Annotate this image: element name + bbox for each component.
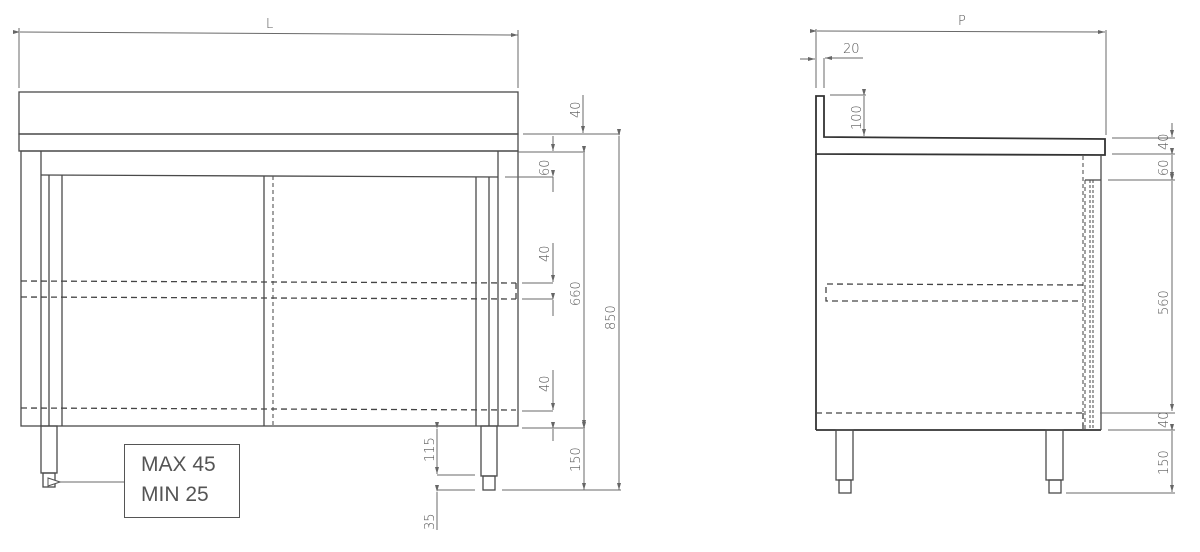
side-view: P 20 100 <box>800 14 1175 494</box>
side-shelf-middle <box>825 283 1084 302</box>
svg-text:40: 40 <box>569 101 584 118</box>
dim-depth-P: P <box>809 14 1107 135</box>
cabinet-body <box>20 150 519 427</box>
svg-text:100: 100 <box>850 105 865 130</box>
svg-text:60: 60 <box>538 159 553 176</box>
label-L: L <box>266 17 273 32</box>
leg-right <box>480 425 498 491</box>
svg-text:150: 150 <box>1157 450 1172 475</box>
front-dimensions: 40 60 40 40 660 850 <box>423 95 621 530</box>
svg-text:560: 560 <box>1157 290 1172 315</box>
svg-text:850: 850 <box>604 305 619 330</box>
svg-text:115: 115 <box>423 437 438 462</box>
svg-text:35: 35 <box>423 513 438 530</box>
worktop <box>18 133 519 152</box>
label-P: P <box>958 14 966 29</box>
note-min: MIN 25 <box>141 483 209 506</box>
svg-text:40: 40 <box>538 245 553 262</box>
side-leg-front <box>835 429 854 494</box>
dim-backsplash-thickness: 20 <box>800 42 863 88</box>
svg-text:20: 20 <box>843 42 860 57</box>
foot-adjustment-note: MAX 45 MIN 25 <box>124 444 240 518</box>
svg-text:40: 40 <box>1157 411 1172 428</box>
svg-text:150: 150 <box>569 447 584 472</box>
svg-text:40: 40 <box>538 375 553 392</box>
svg-text:660: 660 <box>569 281 584 306</box>
front-view: L <box>12 17 621 530</box>
side-leg-back <box>1045 429 1064 494</box>
note-max: MAX 45 <box>141 453 216 476</box>
dim-width-L: L <box>12 17 519 88</box>
leg-left <box>40 425 58 488</box>
backsplash <box>18 91 519 135</box>
svg-text:60: 60 <box>1157 159 1172 176</box>
side-dimensions: 40 60 560 40 150 <box>1066 123 1175 494</box>
svg-text:40: 40 <box>1157 133 1172 150</box>
